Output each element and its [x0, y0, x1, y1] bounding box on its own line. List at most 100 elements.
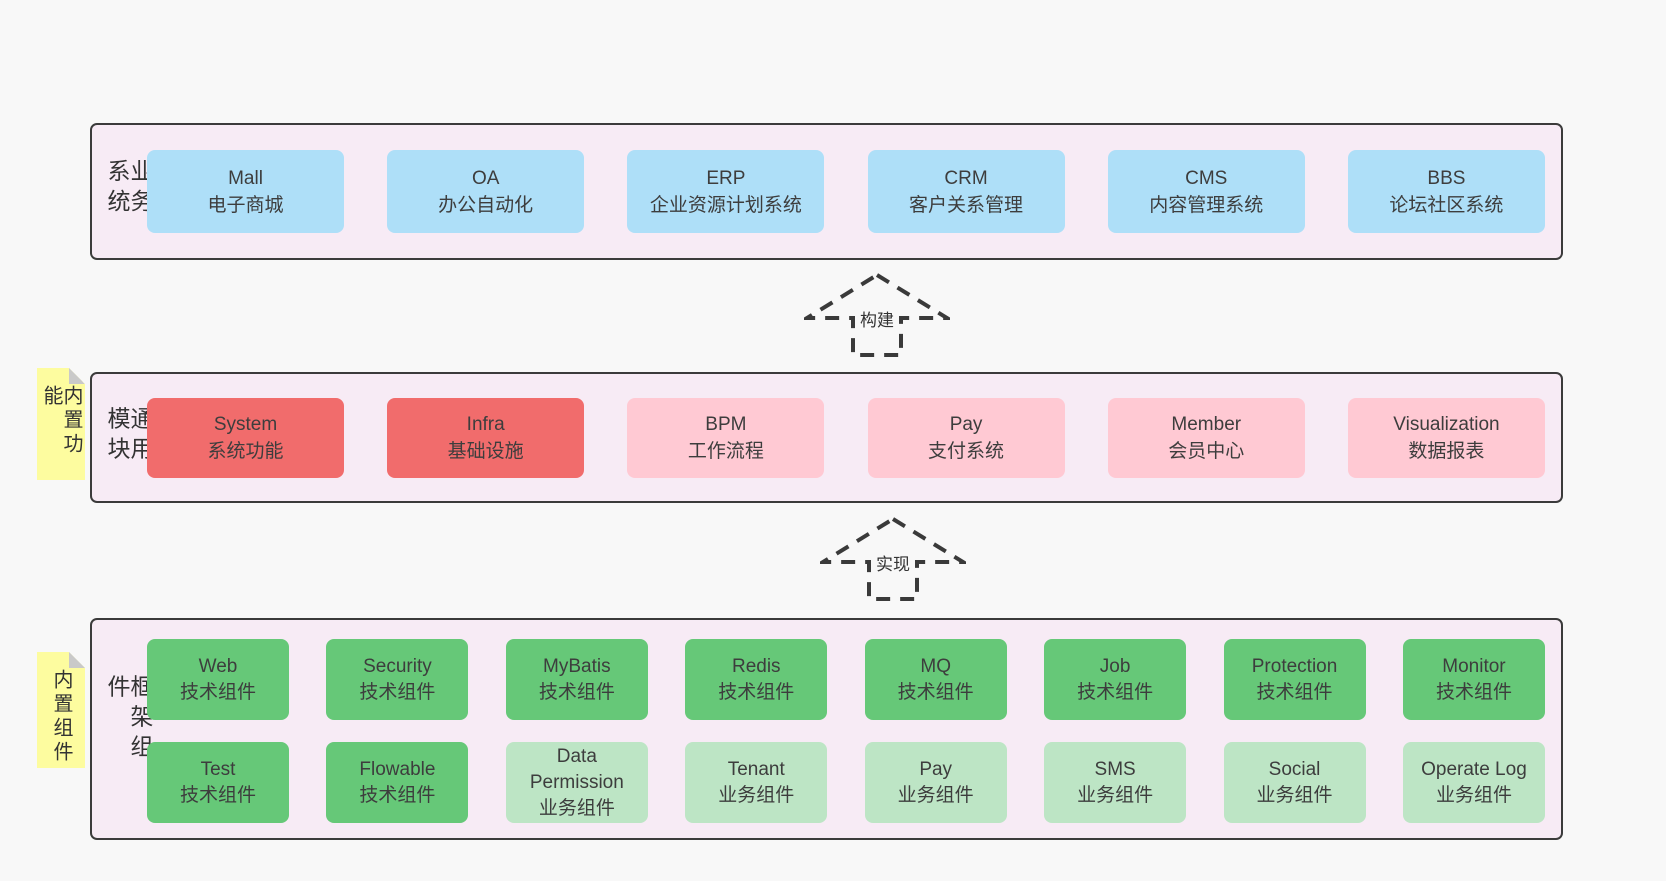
box-desc: 技术组件: [538, 681, 615, 703]
arrow-implement-label: 实现: [873, 550, 913, 575]
box-cms: CMS 内容管理系统: [1107, 150, 1305, 233]
box-desc: 基础设施: [447, 440, 524, 462]
box-bpm: BPM 工作流程: [627, 397, 825, 478]
box-security: Security 技术组件: [326, 639, 469, 720]
box-desc: 技术组件: [1256, 681, 1333, 703]
box-name: Member: [1171, 413, 1242, 435]
business-systems-section: 业务系统 Mall 电子商城 OA 办公自动化 ERP 企业资源计划系统 CRM…: [90, 123, 1563, 260]
common-modules-section: 通用模块 System 系统功能 Infra 基础设施 BPM 工作流程 Pay…: [90, 372, 1563, 503]
box-redis: Redis 技术组件: [685, 639, 828, 720]
box-test: Test 技术组件: [147, 742, 289, 823]
box-name: Protection: [1251, 655, 1338, 677]
box-name: Redis: [731, 655, 781, 677]
box-desc: 业务组件: [1077, 784, 1154, 806]
box-name: Flowable: [359, 758, 436, 780]
box-desc: 支付系统: [928, 440, 1005, 462]
box-name: Security: [363, 655, 432, 677]
box-name: MyBatis: [543, 655, 611, 677]
box-name: Test: [200, 758, 236, 780]
box-infra: Infra 基础设施: [387, 397, 585, 478]
box-oa: OA 办公自动化: [387, 150, 585, 233]
box-desc: 业务组件: [1256, 784, 1333, 806]
box-desc: 技术组件: [359, 681, 436, 703]
builtin-features-note: 内置功能: [37, 368, 85, 480]
box-mall: Mall 电子商城: [147, 150, 344, 233]
box-desc: 技术组件: [359, 784, 436, 806]
box-desc: 业务组件: [718, 784, 795, 806]
business-systems-row: Mall 电子商城 OA 办公自动化 ERP 企业资源计划系统 CRM 客户关系…: [147, 125, 1545, 258]
box-sms: SMS 业务组件: [1044, 742, 1187, 823]
box-desc: 业务组件: [897, 784, 974, 806]
box-name: Operate Log: [1421, 758, 1527, 780]
box-crm: CRM 客户关系管理: [867, 150, 1065, 233]
box-name: Tenant: [727, 758, 785, 780]
box-web: Web 技术组件: [147, 639, 289, 720]
framework-components-label: 框架组件: [104, 674, 153, 765]
box-erp: ERP 企业资源计划系统: [627, 150, 825, 233]
tech-components-row: Web 技术组件 Security 技术组件 MyBatis 技术组件 Redi…: [147, 639, 1545, 720]
box-name: BBS: [1427, 167, 1466, 189]
box-desc: 数据报表: [1408, 440, 1485, 462]
box-name: CRM: [944, 167, 988, 189]
box-bbs: BBS 论坛社区系统: [1347, 150, 1545, 233]
box-desc: 技术组件: [179, 681, 256, 703]
box-name: Data Permission: [529, 745, 624, 793]
box-desc: 工作流程: [687, 440, 764, 462]
box-data-permission: Data Permission 业务组件: [505, 742, 648, 823]
box-name: Pay: [919, 758, 953, 780]
box-desc: 办公自动化: [438, 194, 534, 216]
box-name: Monitor: [1442, 655, 1506, 677]
builtin-components-note-label: 内置组件: [50, 669, 72, 765]
box-desc: 技术组件: [718, 681, 795, 703]
box-name: BPM: [705, 413, 747, 435]
box-name: MQ: [920, 655, 951, 677]
box-name: Pay: [949, 413, 983, 435]
box-job: Job 技术组件: [1044, 639, 1187, 720]
box-name: CMS: [1185, 167, 1228, 189]
arrow-build: 构建: [804, 272, 950, 358]
box-desc: 技术组件: [1077, 681, 1154, 703]
box-visualization: Visualization 数据报表: [1347, 397, 1545, 478]
box-monitor: Monitor 技术组件: [1402, 639, 1545, 720]
business-components-row: Test 技术组件 Flowable 技术组件 Data Permission …: [147, 742, 1545, 823]
box-name: Web: [198, 655, 238, 677]
box-member: Member 会员中心: [1107, 397, 1305, 478]
arrow-implement: 实现: [820, 516, 966, 602]
box-desc: 业务组件: [1435, 784, 1512, 806]
box-name: Infra: [466, 413, 505, 435]
box-tenant: Tenant 业务组件: [685, 742, 828, 823]
box-mybatis: MyBatis 技术组件: [505, 639, 648, 720]
box-mq: MQ 技术组件: [864, 639, 1007, 720]
box-pay-module: Pay 支付系统: [867, 397, 1065, 478]
box-desc: 技术组件: [1435, 681, 1512, 703]
box-operate-log: Operate Log 业务组件: [1402, 742, 1545, 823]
box-pay-component: Pay 业务组件: [864, 742, 1007, 823]
box-name: ERP: [706, 167, 746, 189]
box-desc: 技术组件: [179, 784, 256, 806]
builtin-components-note: 内置组件: [37, 652, 85, 768]
box-name: SMS: [1094, 758, 1136, 780]
box-flowable: Flowable 技术组件: [326, 742, 469, 823]
box-desc: 企业资源计划系统: [649, 194, 802, 216]
box-name: Visualization: [1393, 413, 1500, 435]
box-desc: 客户关系管理: [909, 194, 1024, 216]
up-arrow-icon: [820, 516, 966, 601]
framework-components-section: 框架组件 Web 技术组件 Security 技术组件 MyBatis 技术组件…: [90, 618, 1563, 840]
box-desc: 电子商城: [207, 194, 284, 216]
builtin-features-note-label: 内置功能: [40, 385, 82, 457]
box-desc: 系统功能: [207, 440, 284, 462]
box-desc: 内容管理系统: [1149, 194, 1264, 216]
box-desc: 技术组件: [897, 681, 974, 703]
box-desc: 会员中心: [1168, 440, 1245, 462]
box-name: OA: [471, 167, 500, 189]
box-protection: Protection 技术组件: [1223, 639, 1366, 720]
box-desc: 业务组件: [538, 797, 615, 819]
box-social: Social 业务组件: [1223, 742, 1366, 823]
box-name: Job: [1099, 655, 1131, 677]
business-systems-label: 业务系统: [104, 158, 153, 219]
box-desc: 论坛社区系统: [1389, 194, 1504, 216]
up-arrow-icon: [804, 272, 950, 357]
common-modules-label: 通用模块: [104, 405, 153, 466]
box-system: System 系统功能: [147, 397, 344, 478]
